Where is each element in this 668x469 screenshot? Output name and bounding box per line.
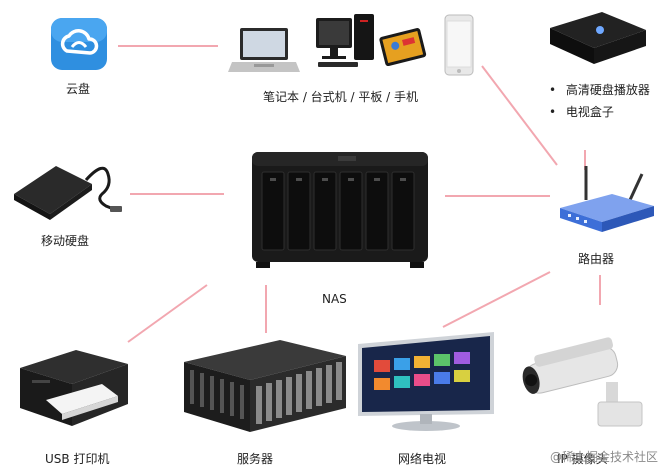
disk-label: 移动硬盘 [41, 234, 90, 248]
server-node [180, 336, 348, 436]
router-node [556, 160, 656, 240]
printer-label: USB 打印机 [45, 452, 110, 466]
desktop-icon [316, 14, 374, 67]
media-player-node [542, 8, 652, 72]
connector-nas-printer [127, 284, 208, 343]
watermark: @稀土掘金技术社区 [549, 450, 658, 464]
hard-disk-node [8, 150, 128, 224]
nas-label: NAS [322, 292, 347, 306]
server-icon [184, 340, 346, 432]
player-text-1: 高清硬盘播放器 [565, 83, 650, 97]
tv-node [354, 330, 500, 434]
hard-disk-icon [14, 166, 122, 220]
devices-label: 笔记本 / 台式机 / 平板 / 手机 [263, 90, 419, 104]
player-text-2: 电视盒子 [565, 105, 614, 119]
camera-label: IP 摄像头 [557, 452, 608, 466]
printer-icon [20, 350, 128, 426]
media-box-icon [550, 12, 646, 64]
connector-router-tv [442, 271, 551, 328]
connector-devices-router [481, 65, 558, 166]
player-label-1: • 高清硬盘播放器 [549, 81, 650, 98]
camera-icon [522, 337, 643, 427]
router-label: 路由器 [578, 252, 615, 266]
cloud-icon [51, 18, 107, 70]
router-icon [560, 166, 654, 232]
tv-label: 网络电视 [398, 452, 447, 466]
nas-icon [252, 152, 428, 268]
bullet: • [549, 105, 557, 119]
nas-node [232, 146, 442, 270]
devices-node [228, 12, 478, 76]
printer-node [6, 340, 136, 438]
player-label-2: • 电视盒子 [549, 103, 614, 120]
tv-icon [358, 332, 494, 431]
tablet-icon [379, 28, 427, 67]
laptop-icon [228, 28, 300, 72]
cloud-label: 云盘 [66, 82, 91, 96]
bullet: • [549, 83, 557, 97]
camera-node [516, 330, 650, 430]
cloud-node [50, 17, 108, 71]
server-label: 服务器 [237, 452, 274, 466]
phone-icon [444, 14, 474, 76]
